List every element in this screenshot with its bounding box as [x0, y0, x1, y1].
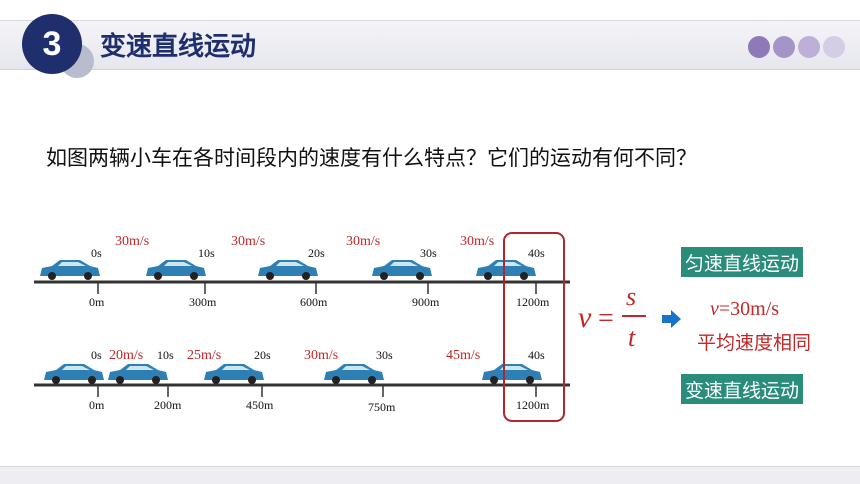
- t2-dist-3: 750m: [368, 400, 396, 414]
- t2-time-4: 40s: [528, 348, 545, 362]
- car-icon: [324, 364, 384, 384]
- variable-motion-label: 变速直线运动: [681, 374, 804, 404]
- arrow-right-icon: [662, 310, 681, 328]
- speed-symbol: v: [710, 298, 719, 320]
- decorative-dots: [748, 36, 845, 58]
- car-icon: [40, 260, 100, 280]
- dot-icon: [748, 36, 770, 58]
- t2-time-3: 30s: [376, 348, 393, 362]
- car-icon: [204, 364, 264, 384]
- formula-numerator: s: [626, 282, 636, 311]
- t2-time-1: 10s: [157, 348, 174, 362]
- car-icon: [476, 260, 536, 280]
- t1-speed-4: 30m/s: [460, 234, 494, 249]
- t1-speed-3: 30m/s: [346, 234, 380, 249]
- section-title: 变速直线运动: [100, 32, 257, 62]
- dot-icon: [798, 36, 820, 58]
- dot-icon: [773, 36, 795, 58]
- car-icon: [372, 260, 432, 280]
- car-icon: [258, 260, 318, 280]
- car-icon: [44, 364, 104, 384]
- header-band: [0, 20, 860, 70]
- t1-speed-2: 30m/s: [231, 234, 265, 249]
- final-moment-highlight: [503, 232, 565, 422]
- uniform-motion-label: 匀速直线运动: [681, 247, 804, 277]
- section-number-badge: 3: [22, 14, 82, 74]
- t1-time-0: 0s: [91, 246, 102, 260]
- question-text: 如图两辆小车在各时间段内的速度有什么特点？它们的运动有何不同？: [46, 146, 697, 170]
- dot-icon: [823, 36, 845, 58]
- t1-time-3: 30s: [420, 246, 437, 260]
- t1-time-4: 40s: [528, 246, 545, 260]
- t2-time-0: 0s: [91, 348, 102, 362]
- speed-value: =30m/s: [718, 298, 780, 320]
- t2-speed-2: 25m/s: [187, 348, 221, 363]
- t1-dist-4: 1200m: [516, 295, 550, 309]
- t2-time-2: 20s: [254, 348, 271, 362]
- speed-result: v=30m/s: [710, 298, 779, 321]
- car-icon: [108, 364, 168, 384]
- t1-time-1: 10s: [198, 246, 215, 260]
- t1-dist-0: 0m: [89, 295, 105, 309]
- t2-dist-4: 1200m: [516, 398, 550, 412]
- t1-speed-1: 30m/s: [115, 234, 149, 249]
- t2-speed-3: 30m/s: [304, 348, 338, 363]
- formula-denominator: t: [628, 323, 636, 352]
- t2-dist-2: 450m: [246, 398, 274, 412]
- t1-dist-3: 900m: [412, 295, 440, 309]
- formula-eq: =: [598, 303, 614, 334]
- t1-dist-2: 600m: [300, 295, 328, 309]
- t2-dist-0: 0m: [89, 398, 105, 412]
- t2-dist-1: 200m: [154, 398, 182, 412]
- formula-v: v: [578, 301, 592, 334]
- t1-dist-1: 300m: [189, 295, 217, 309]
- t1-time-2: 20s: [308, 246, 325, 260]
- t2-speed-1: 20m/s: [109, 348, 143, 363]
- car-icon: [482, 364, 542, 384]
- t2-speed-4: 45m/s: [446, 348, 480, 363]
- footer-bar: [0, 466, 860, 484]
- same-average-speed-text: 平均速度相同: [697, 332, 812, 354]
- car-icon: [146, 260, 206, 280]
